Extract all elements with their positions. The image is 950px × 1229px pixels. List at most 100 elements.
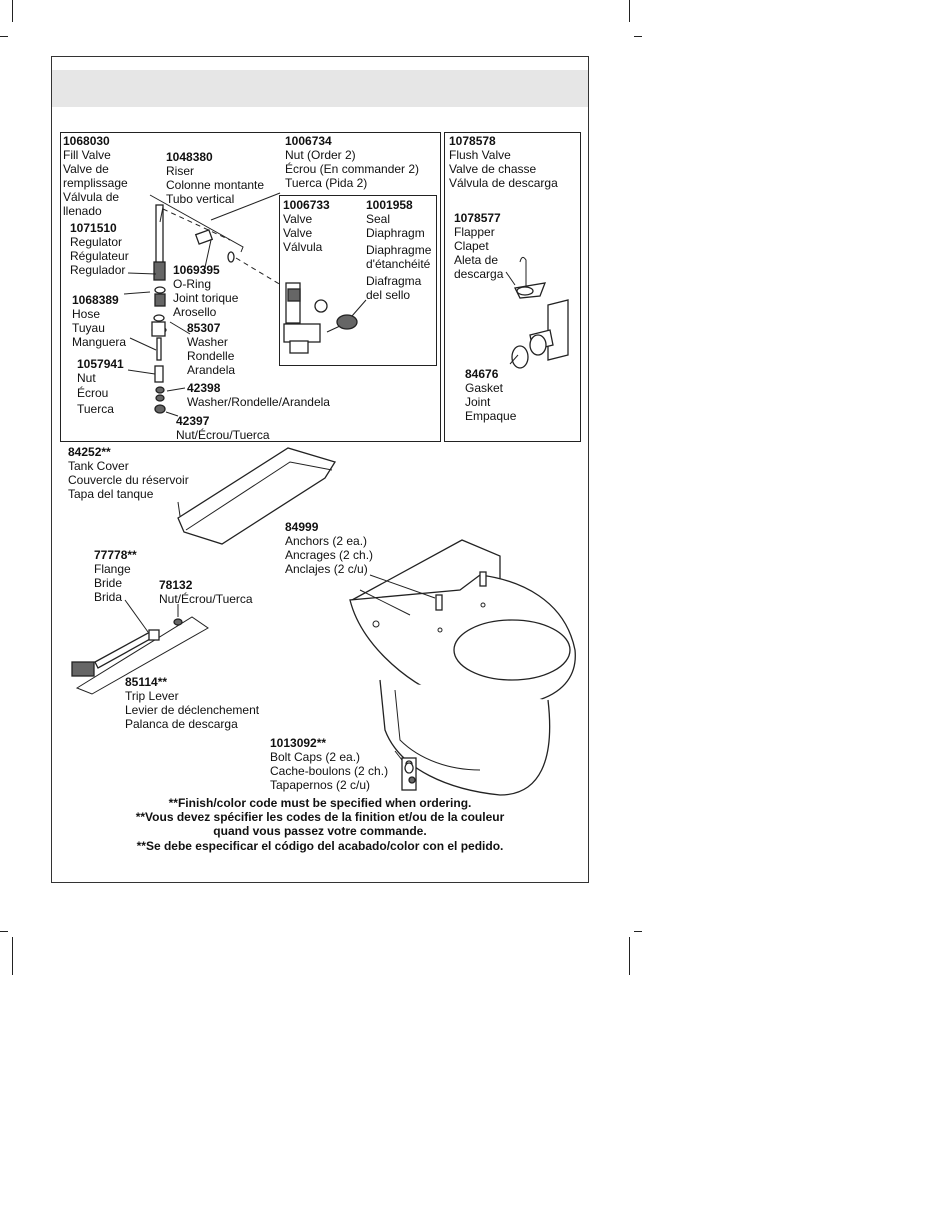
crop-mark — [629, 0, 630, 22]
part-name: Levier de déclenchement — [125, 703, 260, 717]
part-number: 84676 — [465, 367, 499, 381]
part-name: Flapper — [454, 225, 495, 239]
part-name: Arosello — [173, 305, 217, 319]
part-label-84999: 84999 Anchors (2 ea.) Ancrages (2 ch.) A… — [285, 520, 373, 576]
crop-mark — [12, 937, 13, 975]
part-name: Palanca de descarga — [125, 717, 238, 731]
part-name: Tubo vertical — [166, 192, 235, 206]
riser-drawing — [149, 194, 282, 286]
part-name: Seal — [366, 212, 391, 226]
part-name: Tuerca (Pida 2) — [285, 176, 368, 190]
part-name: Hose — [72, 307, 101, 321]
part-label-42398: 42398 Washer/Rondelle/Arandela — [187, 381, 330, 409]
part-name: Bolt Caps (2 ea.) — [270, 750, 361, 764]
part-label-85114: 85114** Trip Lever Levier de déclencheme… — [125, 675, 259, 731]
part-name: Regulator — [70, 235, 123, 249]
part-name: d'étanchéité — [366, 257, 431, 271]
part-name: Colonne montante — [166, 178, 265, 192]
part-name: Manguera — [72, 335, 127, 349]
part-name: Flange — [94, 562, 131, 576]
fill-valve-drawing — [151, 204, 167, 414]
part-name: Tapa del tanque — [68, 487, 154, 501]
part-label-1078577: 1078577 Flapper Clapet Aleta de descarga — [454, 211, 503, 281]
part-name: descarga — [454, 267, 504, 281]
note-line: **Se debe especificar el código del acab… — [136, 838, 504, 853]
part-number: 84252** — [68, 445, 111, 459]
part-name: Clapet — [454, 239, 489, 253]
part-number: 78132 — [159, 578, 193, 592]
part-name: Regulador — [70, 263, 126, 277]
part-number: 1069395 — [173, 263, 220, 277]
crop-mark — [12, 0, 13, 22]
part-name: Válvula de descarga — [449, 176, 558, 190]
crop-mark — [629, 937, 630, 975]
part-number: 85114** — [125, 675, 168, 689]
part-label-1068030: 1068030 Fill Valve Valve de remplissage … — [63, 134, 128, 218]
part-label-1048380: 1048380 Riser Colonne montante Tubo vert… — [166, 150, 264, 206]
part-name: Nut — [77, 370, 96, 385]
part-name: Washer — [187, 335, 228, 349]
part-number: 1001958 — [366, 198, 413, 212]
part-name: O-Ring — [173, 277, 212, 291]
bolt-caps-drawing — [401, 757, 417, 791]
part-label-1006733: 1006733 Valve Valve Válvula — [283, 198, 330, 254]
part-name: Valve — [283, 226, 313, 240]
part-name: Anchors (2 ea.) — [285, 534, 368, 548]
part-label-1078578: 1078578 Flush Valve Valve de chasse Válv… — [449, 134, 558, 190]
part-number: 1071510 — [70, 221, 117, 235]
part-name: Arandela — [187, 363, 236, 377]
part-number: 1006734 — [285, 134, 332, 148]
part-name: Flush Valve — [449, 148, 511, 162]
flush-valve-drawing — [511, 256, 569, 369]
part-label-1071510: 1071510 Regulator Régulateur Regulador — [70, 221, 129, 277]
part-name: Tapapernos (2 c/u) — [270, 778, 371, 792]
part-name: Écrou (En commander 2) — [285, 162, 420, 176]
part-label-78132: 78132 Nut/Écrou/Tuerca — [159, 578, 253, 606]
part-number: 42398 — [187, 381, 221, 395]
part-name: Valve de chasse — [449, 162, 537, 176]
part-number: 1048380 — [166, 150, 213, 164]
part-name: Fill Valve — [63, 148, 111, 162]
crop-mark — [0, 36, 8, 37]
fill-valve-group-box — [60, 132, 441, 442]
part-name: Anclajes (2 c/u) — [285, 562, 368, 576]
part-name: Nut (Order 2) — [285, 148, 356, 162]
part-name: Ancrages (2 ch.) — [285, 548, 374, 562]
part-name: Diafragma — [366, 274, 422, 288]
part-label-85307: 85307 Washer Rondelle Arandela — [187, 321, 235, 377]
part-name: Écrou — [77, 386, 109, 400]
part-name: Valve de — [63, 162, 109, 176]
part-label-1069395: 1069395 O-Ring Joint torique Arosello — [173, 263, 238, 319]
part-name: Joint torique — [173, 291, 239, 305]
part-name: Régulateur — [70, 249, 129, 263]
part-name: del sello — [366, 288, 411, 302]
part-name: Trip Lever — [125, 689, 179, 703]
note-line: **Finish/color code must be specified wh… — [168, 796, 472, 810]
part-number: 1068030 — [63, 134, 110, 148]
note-line: quand vous passez votre commande. — [213, 824, 427, 839]
part-name: Rondelle — [187, 349, 235, 363]
trip-lever-drawing — [71, 616, 209, 695]
part-number: 1013092** — [270, 736, 327, 750]
part-label-1068389: 1068389 Hose Tuyau Manguera — [72, 293, 126, 349]
part-name: Aleta de — [454, 253, 499, 267]
part-label-84676: 84676 Gasket Joint Empaque — [465, 367, 516, 423]
part-number: 77778** — [94, 548, 137, 562]
part-number: 1068389 — [72, 293, 119, 307]
part-name: Cache-boulons (2 ch.) — [270, 764, 389, 778]
note-line: **Vous devez spécifier les codes de la f… — [135, 810, 505, 825]
part-label-1006734: 1006734 Nut (Order 2) Écrou (En commande… — [285, 134, 419, 190]
part-name: Empaque — [465, 409, 517, 423]
part-label-1013092: 1013092** Bolt Caps (2 ea.) Cache-boulon… — [270, 736, 388, 792]
part-label-84252: 84252** Tank Cover Couvercle du réservoi… — [68, 445, 189, 501]
part-label-42397: 42397 Nut/Écrou/Tuerca — [176, 414, 270, 442]
part-name: Brida — [94, 590, 123, 604]
toilet-drawing — [349, 539, 576, 796]
part-name: Tuerca — [77, 401, 114, 416]
part-name: Tuyau — [72, 321, 105, 335]
part-name: Riser — [166, 164, 195, 178]
part-name: Válvula — [283, 240, 323, 254]
valve-subgroup-box — [279, 195, 437, 366]
page-frame — [51, 56, 589, 883]
